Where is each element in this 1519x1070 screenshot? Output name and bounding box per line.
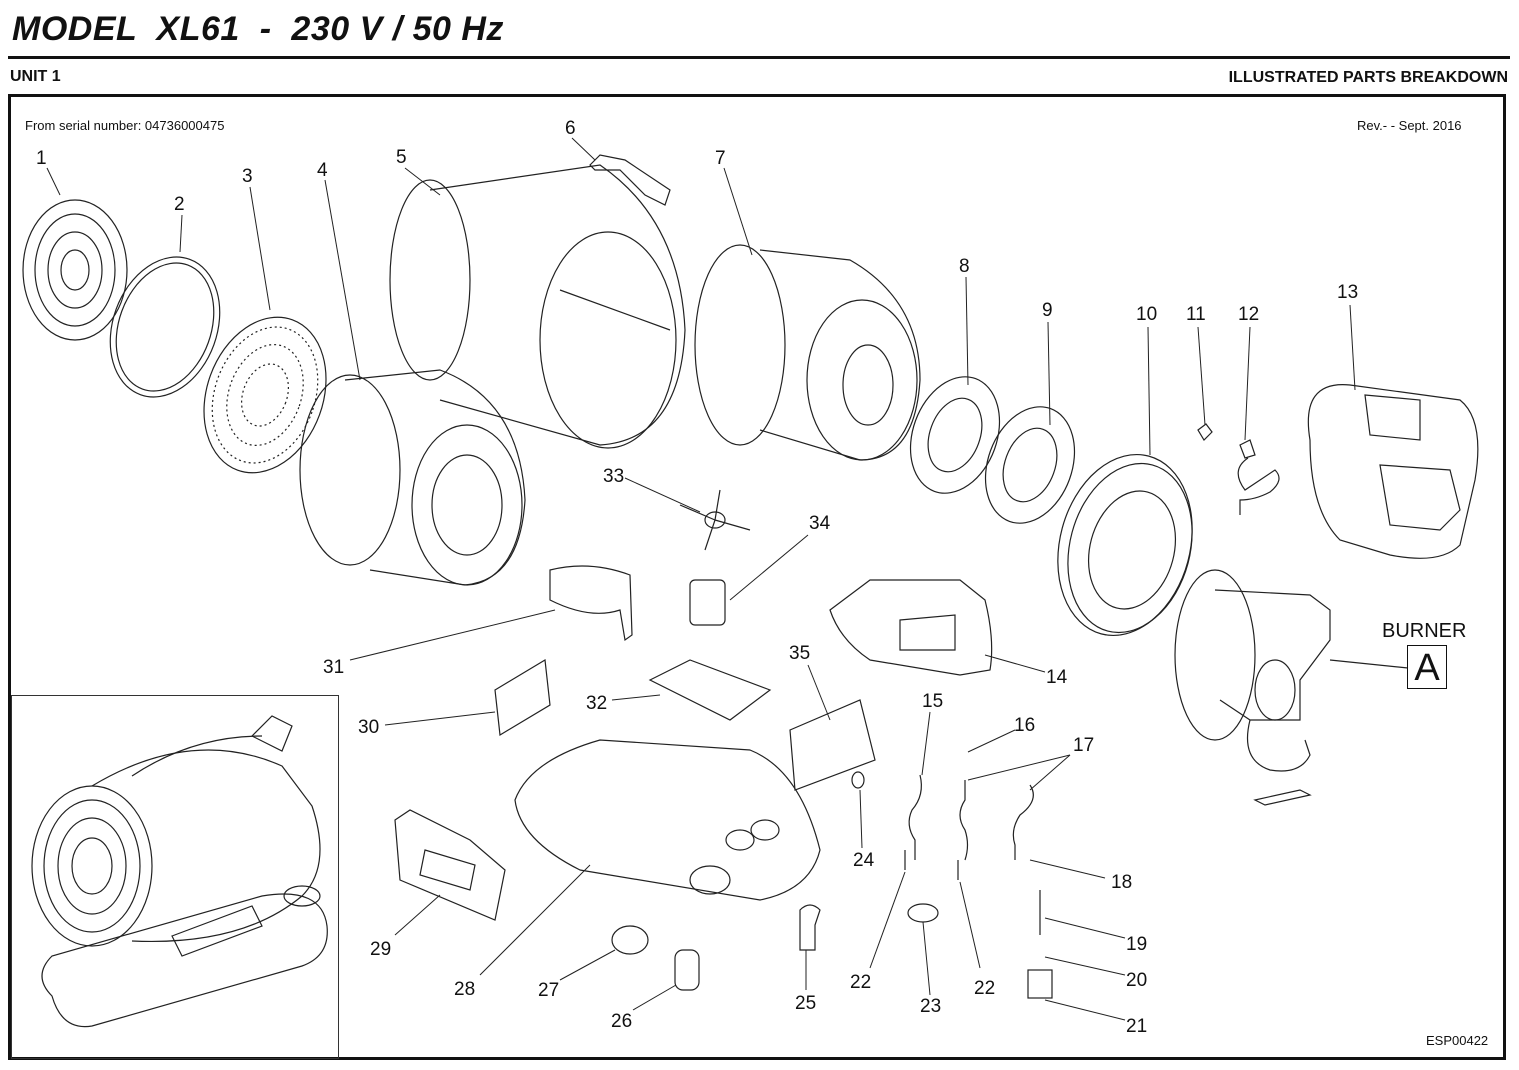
part-labels: 1 2 3 4 5 6 7 8 9 10 11 12 13 14 15 16 1… (36, 118, 1358, 1037)
revision-label: Rev.- - Sept. 2016 (1357, 118, 1462, 133)
part-17-tube-a (959, 780, 969, 861)
part-31-band (549, 565, 633, 642)
title-rule (8, 56, 1510, 59)
part-label-28: 28 (454, 979, 475, 1000)
part-10-flange (1057, 453, 1193, 637)
part-label-29: 29 (370, 939, 391, 960)
part-13-rear-cover (1307, 384, 1479, 559)
part-label-15: 15 (922, 691, 943, 712)
part-label-1: 1 (36, 148, 47, 169)
part-34-motor (689, 579, 726, 626)
part-label-20: 20 (1126, 970, 1147, 991)
part-label-13: 13 (1337, 282, 1358, 303)
part-label-24: 24 (853, 850, 875, 871)
part-label-33: 33 (603, 466, 624, 487)
leader-lines (46, 137, 1356, 1021)
part-label-4: 4 (317, 160, 328, 181)
part-9-gasket (984, 406, 1076, 524)
part-label-27: 27 (538, 980, 559, 1001)
part-3-disc (203, 316, 327, 474)
part-label-35: 35 (789, 643, 810, 664)
part-label-31: 31 (323, 657, 344, 678)
part-label-7: 7 (715, 148, 726, 169)
part-label-3: 3 (242, 166, 253, 187)
part-label-2: 2 (174, 194, 185, 215)
part-32-plate (648, 659, 772, 721)
part-label-14: 14 (1046, 667, 1068, 688)
drawing-code: ESP00422 (1426, 1033, 1489, 1048)
part-33-fan (679, 489, 751, 551)
part-1-grille (22, 199, 128, 341)
part-25-gauge (799, 904, 821, 951)
part-14-rear-panel (829, 579, 993, 676)
part-label-8: 8 (959, 256, 970, 277)
part-label-21: 21 (1126, 1016, 1147, 1037)
diagram-frame (8, 94, 1506, 1060)
part-5-shell (389, 164, 686, 449)
part-label-25: 25 (795, 993, 816, 1014)
part-label-22a: 22 (850, 972, 871, 993)
part-label-9: 9 (1042, 300, 1053, 321)
part-label-32: 32 (586, 693, 607, 714)
part-label-12: 12 (1238, 304, 1259, 325)
assembled-view-inset (11, 695, 339, 1059)
part-label-19: 19 (1126, 934, 1147, 955)
part-35-bracket (789, 699, 876, 791)
part-30-bracket (494, 659, 551, 736)
part-12-cable (1237, 439, 1280, 515)
part-label-34: 34 (809, 513, 831, 534)
part-2-ring (109, 256, 221, 398)
part-7-cylinder (694, 244, 921, 461)
part-label-26: 26 (611, 1011, 632, 1032)
part-label-18: 18 (1111, 872, 1132, 893)
burner-assembly (1174, 569, 1409, 806)
part-28-tank (514, 739, 821, 901)
section-title: ILLUSTRATED PARTS BREAKDOWN (1228, 69, 1508, 86)
part-label-30: 30 (358, 717, 379, 738)
part-8-gasket (909, 376, 1001, 494)
part-label-22b: 22 (974, 978, 995, 999)
part-11-clip (1197, 423, 1213, 441)
page-title: MODEL XL61 - 230 V / 50 Hz (12, 10, 504, 48)
part-label-23: 23 (920, 996, 941, 1017)
part-label-6: 6 (565, 118, 576, 139)
unit-label: UNIT 1 (10, 68, 61, 85)
part-label-17: 17 (1073, 735, 1094, 756)
part-label-11: 11 (1186, 304, 1206, 325)
part-23-plug (907, 903, 939, 923)
part-21-filter (1027, 969, 1053, 999)
part-29-front-panel (394, 809, 506, 921)
part-label-10: 10 (1136, 304, 1157, 325)
part-26-strainer (674, 949, 700, 991)
assembled-heater-illustration (31, 715, 328, 1028)
part-27-cap (611, 925, 649, 955)
part-label-5: 5 (396, 147, 407, 168)
burner-label: BURNER (1382, 620, 1467, 642)
serial-number: From serial number: 04736000475 (25, 118, 225, 133)
part-15-tube (908, 774, 922, 860)
part-17-tube-b (1012, 784, 1034, 860)
part-24-grommet (851, 771, 865, 789)
part-6-handle (589, 154, 671, 206)
part-label-16: 16 (1014, 715, 1035, 736)
part-4-chamber (299, 369, 526, 586)
burner-reference-box[interactable]: A (1407, 645, 1447, 689)
